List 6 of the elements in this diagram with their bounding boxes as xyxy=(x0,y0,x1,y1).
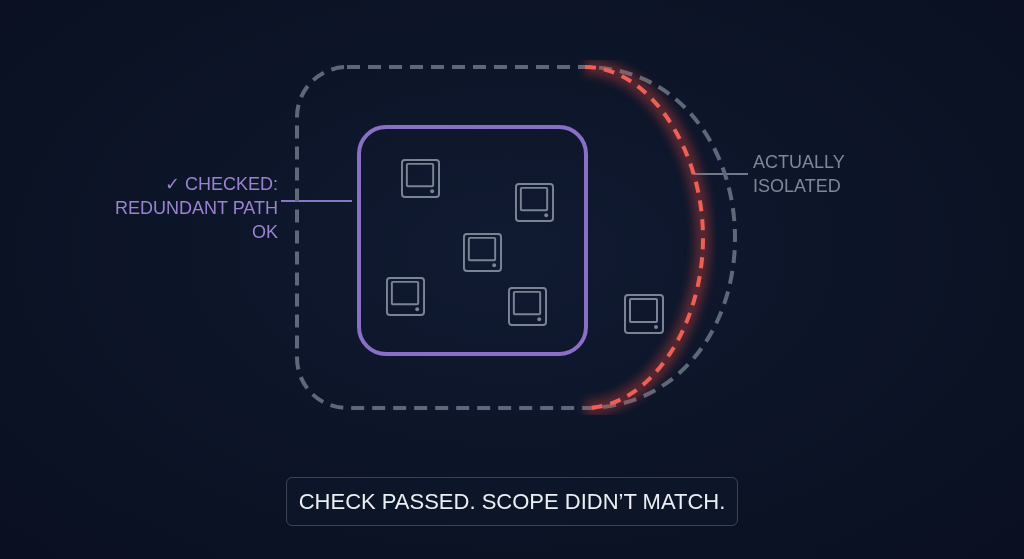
summary-banner: CHECK PASSED. SCOPE DIDN’T MATCH. xyxy=(286,477,738,526)
annotation-text: ✓ CHECKED: REDUNDANT PATH OK xyxy=(100,172,278,244)
leader-line xyxy=(280,200,353,202)
leader-line xyxy=(692,173,749,175)
checked-scope-frame xyxy=(357,125,588,356)
annotation-text: ACTUALLY ISOLATED xyxy=(753,150,868,198)
